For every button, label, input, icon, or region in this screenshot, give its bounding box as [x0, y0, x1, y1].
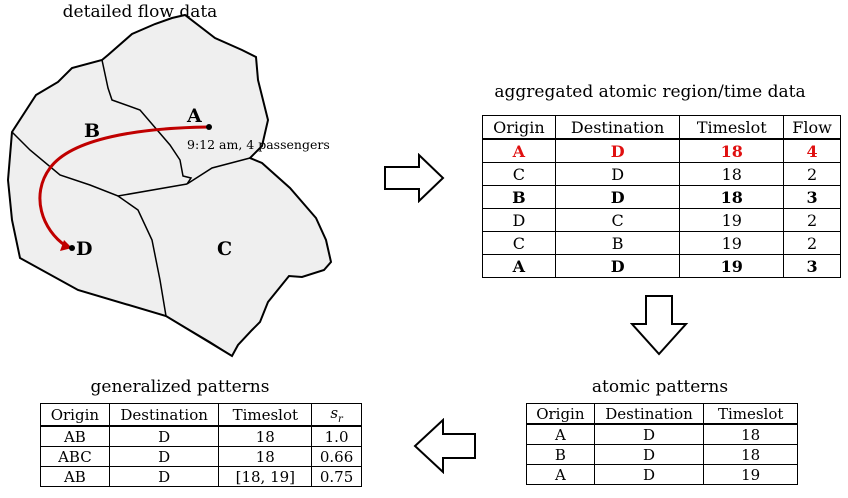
table-cell: D — [108, 466, 220, 487]
right-arrow-icon — [384, 153, 445, 203]
table-row: C B 19 2 — [482, 231, 841, 255]
table-cell: C — [482, 231, 556, 255]
table-cell: D — [593, 423, 705, 445]
table-cell: [18, 19] — [218, 466, 313, 487]
table-cell: 18 — [218, 446, 313, 467]
table-cell: 18 — [703, 444, 798, 465]
region-label-c: C — [217, 238, 232, 260]
table-cell: 19 — [703, 464, 798, 485]
table-row: AB D [18, 19] 0.75 — [40, 466, 362, 487]
column-header: Timeslot — [703, 403, 798, 425]
table-row: AB D 18 1.0 — [40, 425, 362, 447]
atomic-title: atomic patterns — [591, 377, 729, 397]
table-cell: 19 — [679, 208, 785, 232]
table-cell: A — [526, 464, 595, 485]
column-header: Origin — [482, 115, 556, 140]
table-cell: 2 — [783, 208, 841, 232]
table-cell: AB — [40, 466, 110, 487]
table-cell: D — [554, 138, 681, 163]
region-map: A B C D 9:12 am, 4 passengers — [6, 13, 333, 358]
table-cell: D — [554, 254, 681, 278]
table-cell: A — [526, 423, 595, 445]
table-cell: 3 — [783, 185, 841, 209]
table-cell: 18 — [218, 425, 313, 447]
table-row: C D 18 2 — [482, 162, 841, 186]
column-header: Destination — [108, 403, 220, 427]
destination-dot — [69, 245, 75, 251]
flow-arrowhead — [60, 240, 72, 251]
column-header: Flow — [783, 115, 841, 140]
table-cell: 2 — [783, 231, 841, 255]
table-cell: B — [482, 185, 556, 209]
table-cell: 18 — [703, 423, 798, 445]
table-cell: B — [526, 444, 595, 465]
border-a-b — [101, 59, 193, 185]
border-b-d — [11, 131, 188, 197]
table-row: B D 18 — [526, 444, 798, 465]
table-cell: B — [554, 231, 681, 255]
flow-path — [38, 125, 209, 248]
column-header: Timeslot — [679, 115, 785, 140]
table-cell: D — [108, 425, 220, 447]
border-c-d — [117, 195, 233, 357]
table-cell: D — [554, 162, 681, 186]
table-row: ABC D 18 0.66 — [40, 446, 362, 467]
aggregated-header-row: Origin Destination Timeslot Flow — [482, 115, 841, 140]
table-cell: ABC — [40, 446, 110, 467]
table-row: A D 18 4 — [482, 138, 841, 163]
table-cell: D — [554, 185, 681, 209]
region-label-b: B — [84, 120, 100, 142]
table-cell: A — [482, 254, 556, 278]
table-cell: D — [108, 446, 220, 467]
table-cell: A — [482, 138, 556, 163]
down-arrow-icon — [630, 295, 689, 356]
table-row: A D 19 — [526, 464, 798, 485]
atomic-header-row: Origin Destination Timeslot — [526, 403, 798, 425]
border-a-c — [186, 157, 251, 185]
table-cell: D — [593, 444, 705, 465]
region-outline — [6, 13, 333, 358]
table-cell: 18 — [679, 162, 785, 186]
column-header: Destination — [593, 403, 705, 425]
flow-label: 9:12 am, 4 passengers — [187, 137, 330, 152]
table-row: B D 18 3 — [482, 185, 841, 209]
table-cell: 0.75 — [311, 466, 362, 487]
table-cell: D — [593, 464, 705, 485]
table-cell: 19 — [679, 231, 785, 255]
table-cell: 4 — [783, 138, 841, 163]
table-cell: C — [482, 162, 556, 186]
table-row: D C 19 2 — [482, 208, 841, 232]
region-label-a: A — [186, 105, 202, 127]
generalized-title: generalized patterns — [90, 377, 270, 397]
column-header: Destination — [554, 115, 681, 140]
column-header: Origin — [40, 403, 110, 427]
atomic-table: Origin Destination Timeslot A D 18 B D 1… — [526, 403, 798, 485]
table-cell: AB — [40, 425, 110, 447]
table-cell: D — [482, 208, 556, 232]
table-cell: 18 — [679, 138, 785, 163]
left-arrow-icon — [413, 418, 476, 474]
table-row: A D 18 — [526, 423, 798, 445]
table-cell: 18 — [679, 185, 785, 209]
origin-dot — [206, 124, 212, 130]
sr-symbol: sr — [330, 404, 343, 425]
table-cell: C — [554, 208, 681, 232]
aggregated-title: aggregated atomic region/time data — [494, 82, 806, 102]
table-cell: 3 — [783, 254, 841, 278]
table-cell: 2 — [783, 162, 841, 186]
generalized-table: Origin Destination Timeslot sr AB D 18 1… — [40, 403, 362, 487]
column-header: Timeslot — [218, 403, 313, 427]
column-header: Origin — [526, 403, 595, 425]
table-cell: 19 — [679, 254, 785, 278]
table-cell: 0.66 — [311, 446, 362, 467]
table-cell: 1.0 — [311, 425, 362, 447]
region-label-d: D — [76, 238, 92, 260]
generalized-header-row: Origin Destination Timeslot sr — [40, 403, 362, 427]
aggregated-table: Origin Destination Timeslot Flow A D 18 … — [482, 115, 841, 278]
column-header-sr: sr — [311, 403, 362, 427]
table-row: A D 19 3 — [482, 254, 841, 278]
